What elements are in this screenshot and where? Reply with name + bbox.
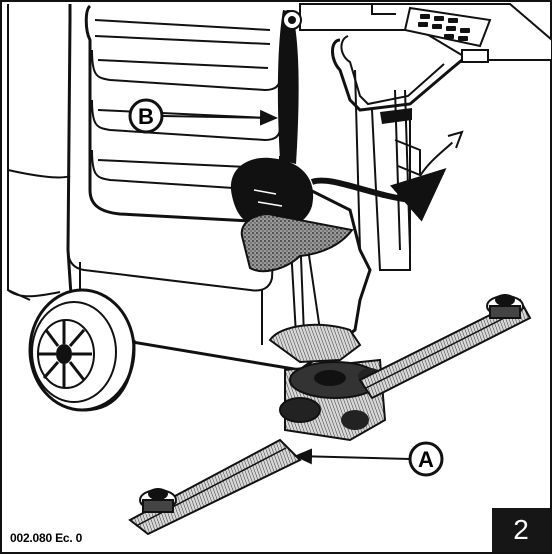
reference-code: 002.080 Ec. 0	[10, 531, 83, 545]
motion-arrow	[310, 168, 447, 222]
callout-b	[128, 98, 278, 134]
callout-b-label: B	[138, 104, 154, 129]
callout-a	[294, 441, 444, 477]
operator-hand	[230, 157, 354, 273]
callout-a-label: A	[418, 447, 434, 472]
wall-edge	[7, 4, 31, 301]
control-console	[299, 3, 552, 63]
caster-right	[486, 294, 524, 319]
strap-b	[277, 10, 302, 164]
curl-arrow	[419, 139, 456, 177]
figure-number-badge: 2	[492, 508, 550, 552]
caster-left	[139, 488, 177, 513]
wheel	[28, 288, 136, 412]
